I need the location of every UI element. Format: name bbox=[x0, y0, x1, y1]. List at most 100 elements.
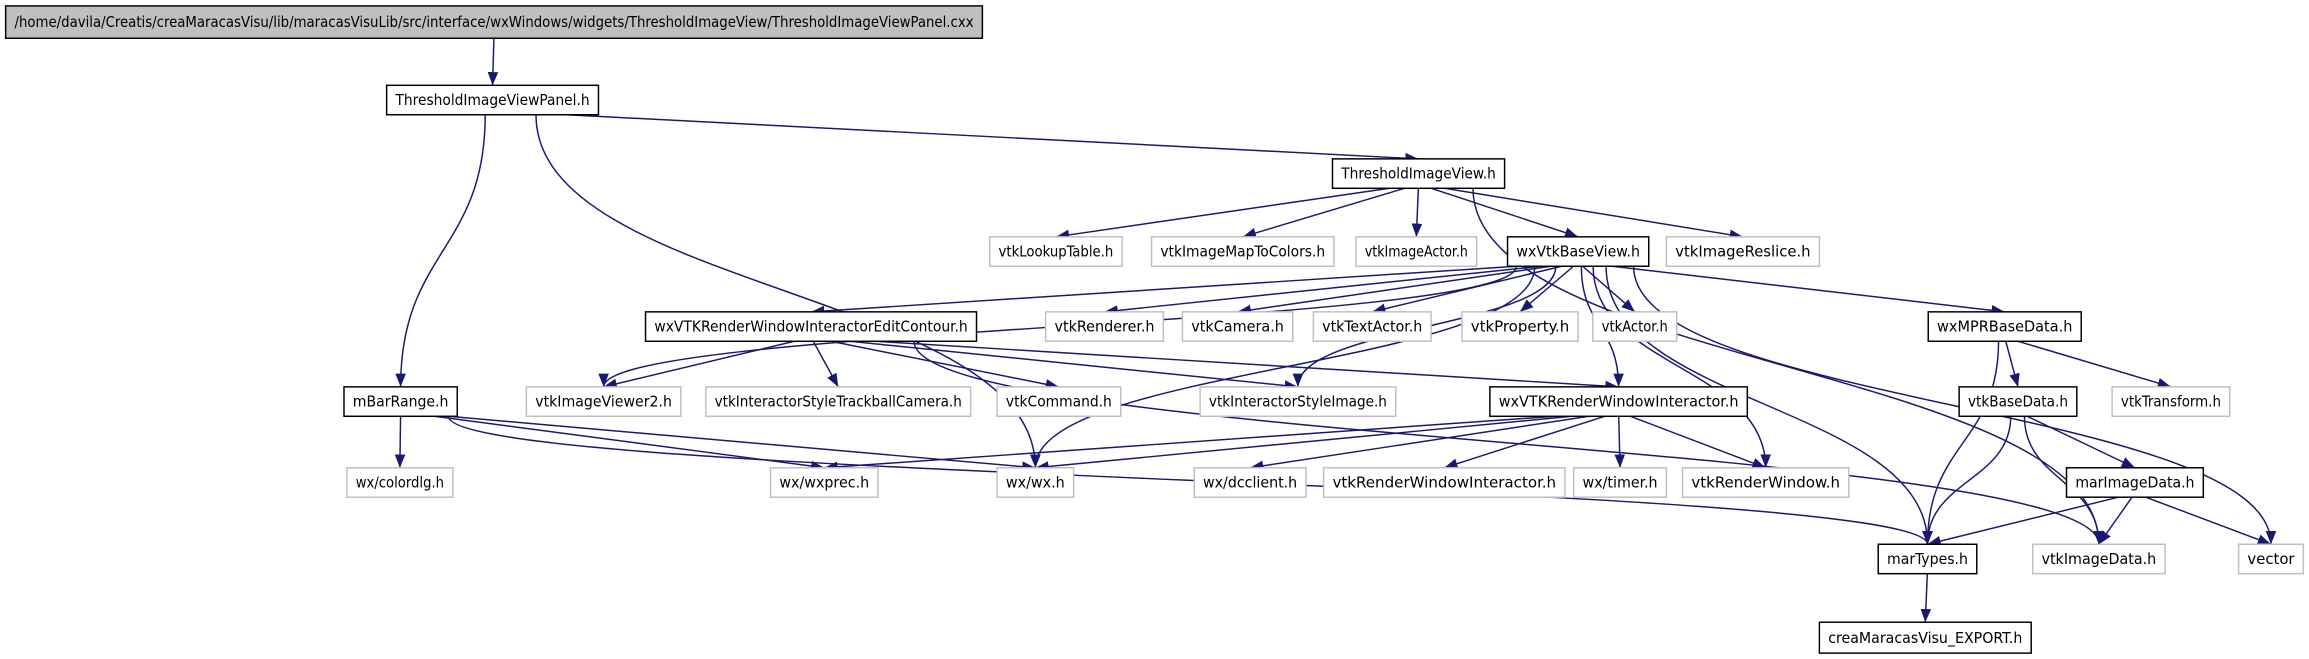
node-martypes[interactable]: marTypes.h bbox=[1877, 543, 1978, 575]
node-mbar[interactable]: mBarRange.h bbox=[343, 386, 458, 418]
node-imtc: vtkImageMapToColors.h bbox=[1150, 236, 1335, 267]
edge-rwi-to-vrwi bbox=[1444, 415, 1605, 469]
node-label: vtkProperty.h bbox=[1471, 319, 1570, 336]
node-label: wxMPRBaseData.h bbox=[1937, 319, 2072, 336]
node-label: vtkLookupTable.h bbox=[999, 244, 1114, 261]
edge-bdata-to-martypes bbox=[1922, 416, 2012, 545]
edge-rwi-to-timer bbox=[1614, 416, 1626, 468]
node-rwi[interactable]: wxVTKRenderWindowInteractor.h bbox=[1489, 386, 1749, 418]
node-cam: vtkCamera.h bbox=[1181, 311, 1294, 343]
edge-martypes-to-export bbox=[1920, 573, 1932, 623]
edge-panel-to-tiv bbox=[566, 114, 1419, 164]
node-wxh: wx/wx.h bbox=[996, 467, 1075, 498]
edge-marimg-to-vec bbox=[2145, 496, 2272, 545]
edge-rwi-to-wxh bbox=[1035, 415, 1573, 472]
edge-wxvbv-to-mpr bbox=[1612, 265, 2005, 316]
node-imdata: vtkImageData.h bbox=[2031, 543, 2166, 575]
node-resl: vtkImageReslice.h bbox=[1665, 236, 1821, 267]
node-box bbox=[1877, 543, 1978, 575]
node-label: /home/davila/Creatis/creaMaracasVisu/lib… bbox=[14, 14, 973, 31]
node-box bbox=[769, 467, 879, 498]
node-prec: wx/wxprec.h bbox=[769, 467, 879, 498]
edge-mpr-to-bdata bbox=[2005, 341, 2020, 388]
edge-panel-to-mbar bbox=[395, 114, 486, 387]
node-box bbox=[385, 84, 600, 116]
node-box bbox=[1665, 236, 1821, 267]
node-label: vtkInteractorStyleTrackballCamera.h bbox=[715, 394, 962, 411]
node-cmd: vtkCommand.h bbox=[996, 386, 1122, 418]
node-cdlg: wx/colordlg.h bbox=[346, 467, 454, 498]
node-label: vtkImageData.h bbox=[2042, 551, 2157, 568]
node-export[interactable]: creaMaracasVisu_EXPORT.h bbox=[1818, 621, 2032, 654]
node-box bbox=[2031, 543, 2166, 575]
node-box bbox=[1044, 311, 1165, 343]
node-isi: vtkInteractorStyleImage.h bbox=[1199, 386, 1397, 418]
edge-tiv-to-resl bbox=[1444, 187, 1744, 240]
edge-wxvbv-to-rwin bbox=[1592, 266, 1771, 468]
edge-tiv-to-lut bbox=[1055, 187, 1390, 241]
edge-rwi-to-rwin bbox=[1630, 415, 1766, 469]
node-wxvbv[interactable]: wxVtkBaseView.h bbox=[1506, 236, 1650, 267]
edge-mbar-to-wxh bbox=[448, 415, 1036, 472]
node-box bbox=[996, 467, 1075, 498]
edge-edit-to-tbc bbox=[812, 340, 839, 388]
node-timer: wx/timer.h bbox=[1572, 467, 1668, 498]
node-box bbox=[343, 386, 458, 418]
edge-mbar-to-cdlg bbox=[394, 416, 406, 468]
node-panel[interactable]: ThresholdImageViewPanel.h bbox=[385, 84, 600, 116]
edge-tiv-to-imtc bbox=[1242, 187, 1405, 239]
node-edit[interactable]: wxVTKRenderWindowInteractorEditContour.h bbox=[644, 311, 978, 343]
node-label: wx/dcclient.h bbox=[1203, 475, 1297, 492]
node-bdata[interactable]: vtkBaseData.h bbox=[1958, 386, 2078, 418]
edge-bdata-to-imdata bbox=[2023, 416, 2105, 545]
node-box bbox=[989, 236, 1123, 267]
node-xform: vtkTransform.h bbox=[2111, 386, 2231, 418]
edge-wxvbv-to-cam bbox=[1237, 265, 1552, 316]
node-label: creaMaracasVisu_EXPORT.h bbox=[1828, 630, 2022, 647]
edge-edit-to-isi bbox=[849, 340, 1298, 391]
node-rwin: vtkRenderWindow.h bbox=[1681, 467, 1850, 498]
node-label: vtkRenderWindowInteractor.h bbox=[1332, 475, 1556, 492]
node-root[interactable]: /home/davila/Creatis/creaMaracasVisu/lib… bbox=[4, 5, 984, 39]
node-box bbox=[705, 386, 972, 418]
node-imact: vtkImageActor.h bbox=[1355, 236, 1478, 267]
node-box bbox=[1506, 236, 1650, 267]
node-box bbox=[1312, 311, 1432, 343]
edge-tiv-to-imact bbox=[1411, 188, 1423, 237]
node-label: vtkActor.h bbox=[1602, 319, 1668, 336]
node-dcc: wx/dcclient.h bbox=[1193, 467, 1307, 498]
node-label: wxVTKRenderWindowInteractor.h bbox=[1499, 394, 1739, 411]
node-box bbox=[1592, 311, 1678, 343]
node-label: vtkRenderWindow.h bbox=[1691, 475, 1840, 492]
node-label: vtkTransform.h bbox=[2121, 394, 2221, 411]
node-box bbox=[1958, 386, 2078, 418]
edge-edit-to-rwi bbox=[875, 340, 1619, 392]
edge-edit-to-iv2 bbox=[603, 340, 795, 389]
node-label: vector bbox=[2247, 551, 2295, 568]
edge-wxvbv-to-rend bbox=[1104, 265, 1541, 316]
node-label: marImageData.h bbox=[2075, 475, 2194, 492]
edge-mbar-to-martypes bbox=[447, 416, 1933, 545]
node-label: ThresholdImageViewPanel.h bbox=[394, 92, 589, 109]
node-box bbox=[1150, 236, 1335, 267]
edge-root-to-panel bbox=[487, 38, 499, 86]
node-box bbox=[2237, 543, 2305, 575]
node-label: vtkImageActor.h bbox=[1365, 244, 1468, 261]
node-box bbox=[2065, 467, 2205, 498]
node-label: vtkInteractorStyleImage.h bbox=[1209, 394, 1387, 411]
node-tbc: vtkInteractorStyleTrackballCamera.h bbox=[705, 386, 972, 418]
node-marimg[interactable]: marImageData.h bbox=[2065, 467, 2205, 498]
node-label: mBarRange.h bbox=[353, 394, 449, 411]
node-mpr[interactable]: wxMPRBaseData.h bbox=[1927, 311, 2082, 343]
node-box bbox=[644, 311, 978, 343]
edge-marimg-to-martypes bbox=[1927, 496, 2119, 547]
node-tiv[interactable]: ThresholdImageView.h bbox=[1331, 158, 1506, 190]
node-label: vtkImageViewer2.h bbox=[535, 394, 672, 411]
node-label: wx/wxprec.h bbox=[779, 475, 869, 492]
node-lut: vtkLookupTable.h bbox=[989, 236, 1123, 267]
node-box bbox=[996, 386, 1122, 418]
node-box bbox=[1322, 467, 1566, 498]
node-label: wx/wx.h bbox=[1006, 475, 1065, 492]
node-vrwi: vtkRenderWindowInteractor.h bbox=[1322, 467, 1566, 498]
